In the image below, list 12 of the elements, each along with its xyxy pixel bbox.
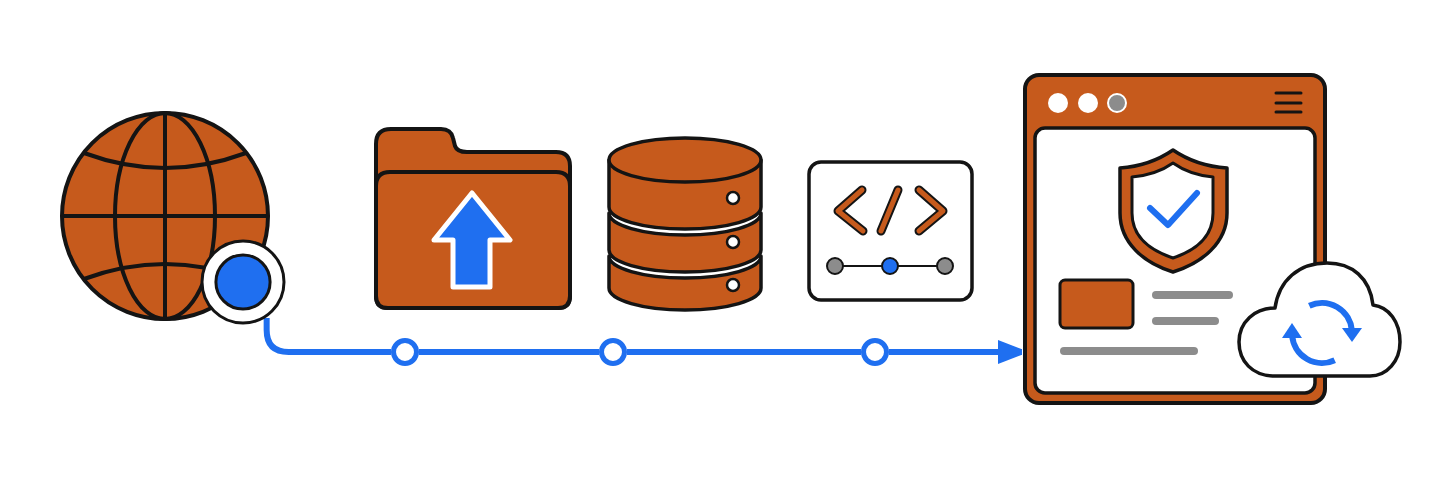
code-window-icon (807, 160, 974, 302)
database-icon (605, 134, 765, 314)
browser-window-icon (1022, 73, 1328, 407)
connector-line (263, 317, 391, 355)
waypoint-ring-icon (599, 338, 627, 366)
start-dot-icon (200, 239, 286, 325)
folder-upload-icon (373, 126, 573, 311)
connector-line (419, 349, 599, 355)
waypoint-ring-icon (861, 338, 889, 366)
cloud-sync-icon (1237, 260, 1402, 380)
connector-line (627, 349, 861, 355)
waypoint-ring-icon (391, 338, 419, 366)
